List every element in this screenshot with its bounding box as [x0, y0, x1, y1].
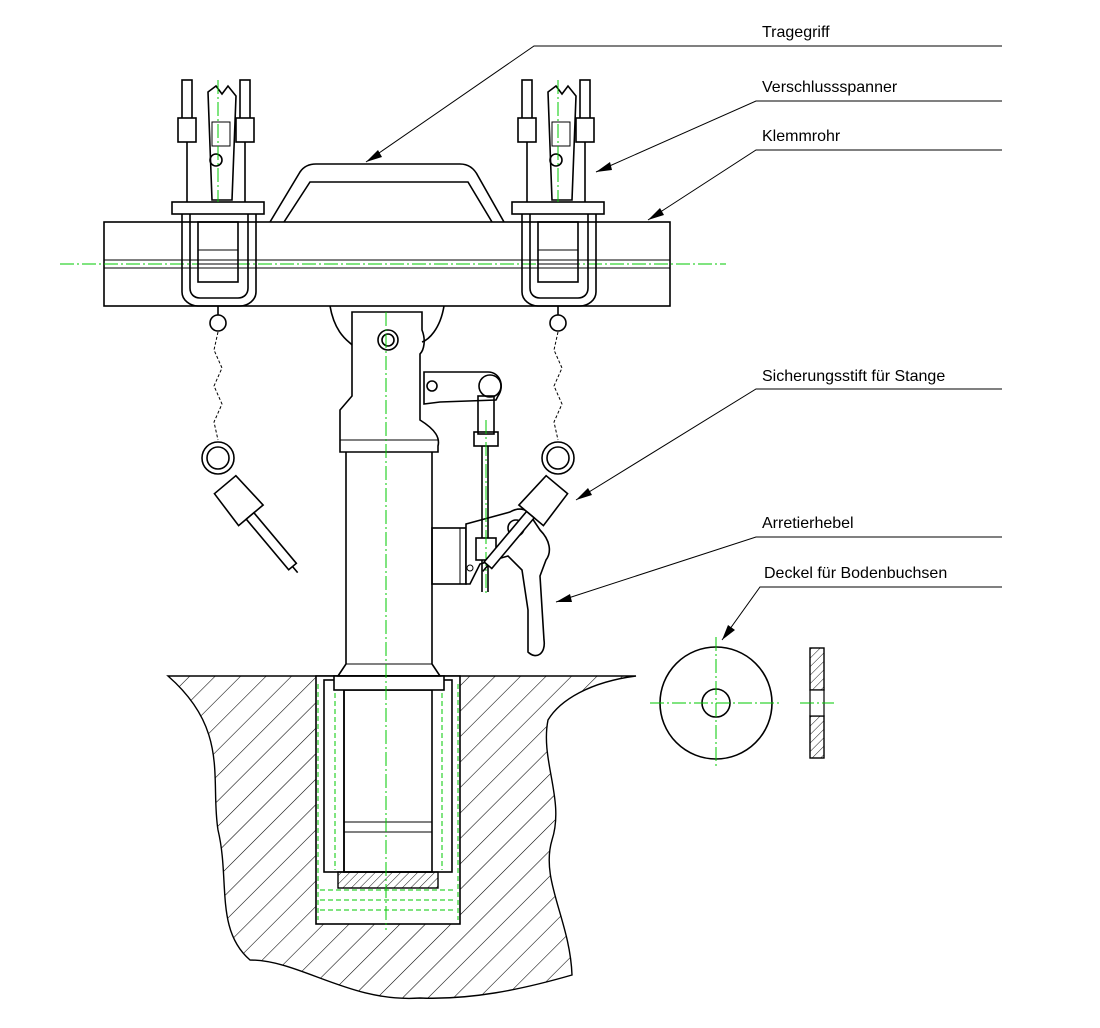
label-deckel: Deckel für Bodenbuchsen — [764, 565, 947, 582]
leader-lines — [365, 45, 1002, 641]
clamp-right — [482, 79, 605, 572]
clamp-left — [171, 79, 299, 574]
clamp-tube — [60, 221, 726, 307]
label-arretierhebel: Arretierhebel — [762, 515, 854, 532]
label-sicherungsstift: Sicherungsstift für Stange — [762, 368, 945, 385]
cover-side-section — [800, 647, 834, 759]
label-verschlussspanner: Verschlussspanner — [762, 79, 898, 96]
floor-socket — [317, 675, 459, 920]
label-tragegriff: Tragegriff — [762, 24, 830, 41]
label-klemmrohr: Klemmrohr — [762, 128, 841, 145]
carry-handle — [269, 163, 505, 223]
cover-front-view — [650, 637, 782, 769]
ground-section — [166, 675, 637, 1000]
